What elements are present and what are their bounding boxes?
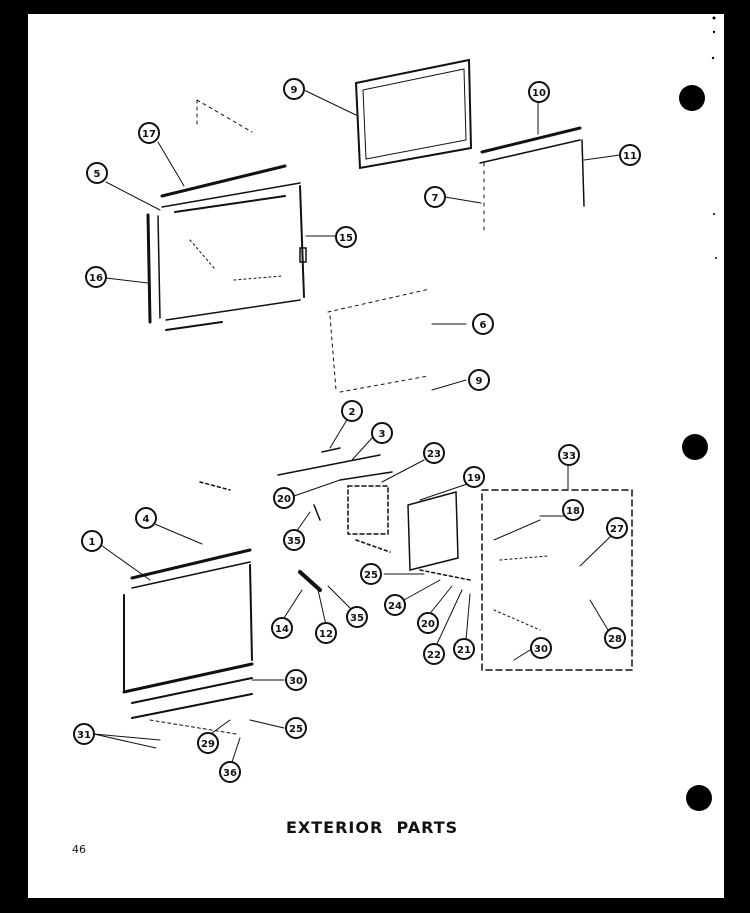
callout-30-kit: 30 [534, 644, 548, 655]
callout-28: 28 [608, 634, 622, 645]
callout-7: 7 [432, 193, 439, 204]
edge-specks [711, 16, 717, 259]
callout-18: 18 [566, 506, 580, 517]
callout-21: 21 [457, 645, 471, 656]
callout-33: 35 [287, 536, 301, 547]
callout-8-top-panel: 9 [291, 85, 298, 96]
blower-parts [199, 447, 393, 553]
callout-3: 3 [379, 429, 386, 440]
callout-20-lower: 20 [421, 619, 435, 630]
callout-20-upper: 20 [277, 494, 291, 505]
page-title: EXTERIOR PARTS [286, 818, 459, 837]
callout-23: 23 [427, 449, 441, 460]
callout-22: 22 [427, 650, 441, 661]
callout-17: 17 [142, 129, 156, 140]
callout-11: 11 [623, 151, 637, 162]
control-kit-group [481, 489, 633, 671]
back-panel-part [327, 288, 431, 393]
callout-14: 14 [275, 624, 289, 635]
side-panel-part [479, 126, 585, 233]
leader-lines [93, 89, 621, 769]
callout-31: 31 [77, 730, 91, 741]
callout-24: 24 [388, 601, 402, 612]
callout-12: 12 [319, 629, 333, 640]
callout-19: 19 [467, 473, 481, 484]
callout-2: 2 [349, 407, 356, 418]
callout-16: 16 [89, 273, 103, 284]
callout-32: 33 [562, 451, 576, 462]
callout-4: 4 [143, 514, 150, 525]
page-number: 46 [72, 843, 86, 856]
binder-holes [679, 85, 712, 811]
front-grille-part [122, 548, 322, 735]
callout-15: 15 [339, 233, 353, 244]
callout-35: 35 [350, 613, 364, 624]
callout-27: 27 [610, 524, 624, 535]
callout-numbers: 9 10 11 7 17 5 16 15 6 9 2 3 23 20 35 19… [77, 85, 637, 779]
callout-25-lower: 25 [289, 724, 303, 735]
panel-top-part [354, 58, 473, 170]
callout-6: 6 [480, 320, 487, 331]
callout-36: 36 [223, 768, 237, 779]
callout-5: 5 [94, 169, 101, 180]
callout-30: 30 [289, 676, 303, 687]
callout-1: 1 [89, 537, 96, 548]
callout-25-upper: 25 [364, 570, 378, 581]
cabinet-part [146, 99, 307, 331]
control-bracket-part [407, 491, 471, 581]
callout-bubbles [73, 78, 641, 783]
callout-9: 9 [476, 376, 483, 387]
callout-10: 10 [532, 88, 546, 99]
callout-29: 29 [201, 739, 215, 750]
